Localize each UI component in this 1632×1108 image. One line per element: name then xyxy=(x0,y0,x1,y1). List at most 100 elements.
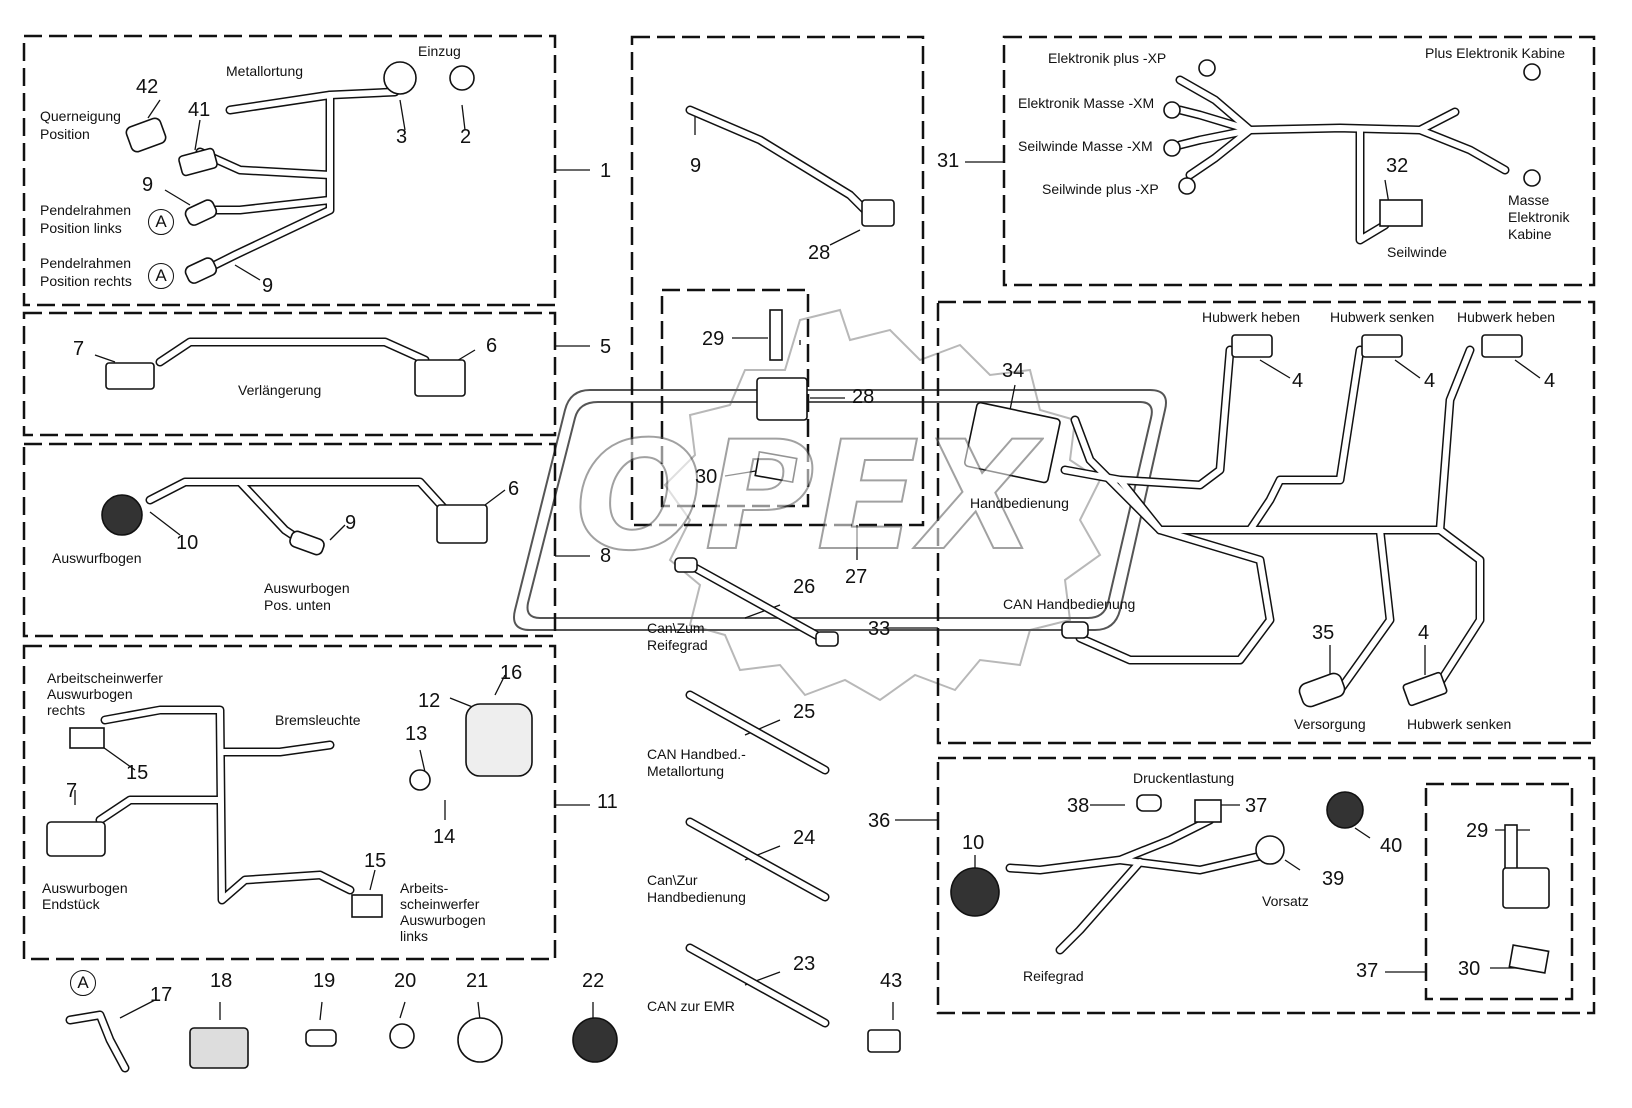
part-number-1: 1 xyxy=(600,160,612,182)
part-number-34: 34 xyxy=(1002,360,1025,382)
can-plug-26b xyxy=(815,631,839,647)
circle-a-3: A xyxy=(70,970,96,996)
label-querneigung-1: Querneigung xyxy=(40,108,121,124)
lamp-16 xyxy=(465,703,533,777)
part-number-41: 41 xyxy=(188,99,211,121)
label-can-handbedienung-2: Handbedienung xyxy=(647,889,746,905)
part-number-5: 5 xyxy=(600,336,612,358)
connector-4d xyxy=(1402,671,1448,707)
part-number-21: 21 xyxy=(466,970,489,992)
label-auswurfbogen: Auswurfbogen xyxy=(52,550,142,566)
part-number-23: 23 xyxy=(793,953,816,975)
connector-28c xyxy=(1502,867,1550,909)
part-number-3: 3 xyxy=(396,126,408,148)
label-aw-rechts-1: Arbeitscheinwerfer xyxy=(47,670,163,686)
part-number-24: 24 xyxy=(793,827,816,849)
label-can-emr: CAN zur EMR xyxy=(647,998,735,1014)
part-number-28b: 28 xyxy=(852,386,875,408)
part-number-43: 43 xyxy=(880,970,903,992)
label-can-handbed-2: Metallortung xyxy=(647,763,725,779)
connector-15b xyxy=(351,894,383,918)
part-number-33: 33 xyxy=(868,618,891,640)
part-number-12: 12 xyxy=(418,690,441,712)
label-plus-elektronik-kabine: Plus Elektronik Kabine xyxy=(1425,45,1566,61)
label-seilwinde-plus: Seilwinde plus -XP xyxy=(1042,181,1159,197)
label-bremsleuchte: Bremsleuchte xyxy=(275,712,361,728)
connector-9c xyxy=(289,530,325,556)
connector-35 xyxy=(1298,672,1346,708)
part-number-39: 39 xyxy=(1322,868,1345,890)
part-number-9b: 9 xyxy=(262,275,274,297)
connector-28b xyxy=(756,377,808,421)
box-harness-27 xyxy=(630,35,925,527)
part-number-15a: 15 xyxy=(126,762,149,784)
part-number-30b: 30 xyxy=(1458,958,1481,980)
gasket-30a xyxy=(754,450,798,484)
label-versorgung: Versorgung xyxy=(1294,716,1366,732)
clip-19 xyxy=(305,1029,337,1047)
label-can-handbedienung: CAN Handbedienung xyxy=(1003,596,1136,612)
bulb-13 xyxy=(409,769,431,791)
label-auswurbogen-unten-2: Pos. unten xyxy=(264,597,331,613)
part-number-38: 38 xyxy=(1067,795,1090,817)
part-number-13: 13 xyxy=(405,723,428,745)
part-number-22: 22 xyxy=(582,970,605,992)
connector-7b xyxy=(46,821,106,857)
part-number-9a: 9 xyxy=(142,174,154,196)
part-number-30a: 30 xyxy=(695,466,718,488)
box-harness-11 xyxy=(22,644,557,961)
label-aw-links-1: Arbeits- xyxy=(400,880,449,896)
label-can-handbedienung-1: Can\Zur xyxy=(647,872,698,888)
label-masse-kabine-1: Masse xyxy=(1508,192,1550,208)
connector-43 xyxy=(867,1029,901,1053)
label-pendel-rechts-1: Pendelrahmen xyxy=(40,255,132,271)
label-auswurbogen-unten-1: Auswurbogen xyxy=(264,580,350,596)
label-vorsatz: Vorsatz xyxy=(1262,893,1309,909)
part-number-7a: 7 xyxy=(73,338,85,360)
part-number-2: 2 xyxy=(460,126,472,148)
label-can-handbed-1: CAN Handbed.- xyxy=(647,746,746,762)
label-pendel-links-1: Pendelrahmen xyxy=(40,202,132,218)
box-harness-5 xyxy=(22,311,557,437)
part-number-8: 8 xyxy=(600,545,612,567)
label-handbedienung: Handbedienung xyxy=(970,495,1069,511)
connector-15a xyxy=(69,727,105,749)
label-aw-links-3: Auswurbogen xyxy=(400,912,486,928)
label-masse-kabine-3: Kabine xyxy=(1508,226,1552,242)
box-harness-36 xyxy=(936,756,1596,1015)
ring-xp-2 xyxy=(1178,177,1196,195)
part-number-35: 35 xyxy=(1312,622,1335,644)
label-elektronik-masse: Elektronik Masse -XM xyxy=(1018,95,1155,111)
circle-a-2: A xyxy=(148,263,174,289)
cables-inner xyxy=(67,77,1508,1071)
label-elektronik-plus: Elektronik plus -XP xyxy=(1048,50,1167,66)
connector-4a xyxy=(1231,334,1273,358)
part-number-36: 36 xyxy=(868,810,891,832)
part-number-16: 16 xyxy=(500,662,523,684)
label-can-reifegrad-1: Can\Zum xyxy=(647,620,705,636)
part-number-20: 20 xyxy=(394,970,417,992)
connector-6a xyxy=(414,359,466,397)
label-hubwerk-heben-2: Hubwerk heben xyxy=(1457,309,1556,325)
connector-7a xyxy=(105,362,155,390)
label-aw-links-4: links xyxy=(400,928,429,944)
box-harness-28-sub xyxy=(660,288,810,508)
connector-4b xyxy=(1361,334,1403,358)
label-aw-links-2: scheinwerfer xyxy=(400,896,480,912)
label-hubwerk-senken-2: Hubwerk senken xyxy=(1407,716,1512,732)
label-aw-rechts-2: Auswurbogen xyxy=(47,686,133,702)
box-harness-37-sub xyxy=(1424,782,1574,1001)
part-number-26: 26 xyxy=(793,576,816,598)
sensor-22 xyxy=(572,1017,618,1063)
label-can-reifegrad-2: Reifegrad xyxy=(647,637,708,653)
watermark-gear xyxy=(663,308,1102,702)
watermark-text: OPEX xyxy=(574,409,1039,585)
part-number-9c: 9 xyxy=(345,512,357,534)
ring-xm-1 xyxy=(1163,101,1181,119)
connector-9b xyxy=(184,257,218,284)
label-hubwerk-senken-1: Hubwerk senken xyxy=(1330,309,1435,325)
part-number-25: 25 xyxy=(793,701,816,723)
sensor-40 xyxy=(1326,791,1364,829)
relay-32 xyxy=(1379,199,1423,227)
part-number-18: 18 xyxy=(210,970,233,992)
